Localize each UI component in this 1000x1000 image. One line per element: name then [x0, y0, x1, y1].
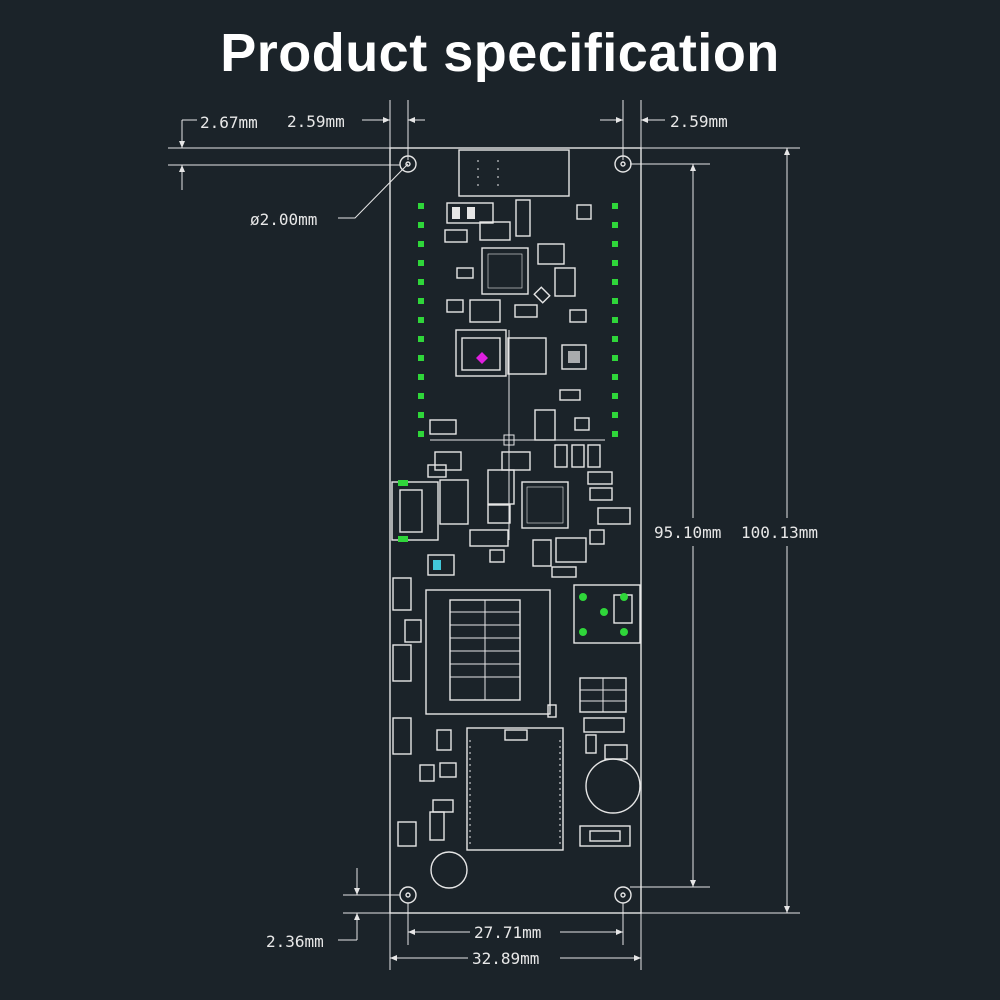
dim-top-left-hole-spacing: 2.59mm — [287, 112, 345, 131]
right-dimension-lines — [630, 147, 800, 914]
dim-board-width: 32.89mm — [472, 949, 539, 968]
top-dimension-lines — [168, 100, 665, 219]
dim-hole-pitch-height: 95.10mm — [654, 523, 721, 542]
pin-header-right — [612, 203, 618, 437]
pcb-components — [391, 149, 641, 889]
dim-hole-diameter: ø2.00mm — [250, 210, 317, 229]
page-title: Product specification — [220, 23, 780, 83]
dim-top-right-hole-spacing: 2.59mm — [670, 112, 728, 131]
pin-header-left — [418, 203, 424, 437]
dim-hole-pitch-width: 27.71mm — [474, 923, 541, 942]
dim-board-height: 100.13mm — [741, 523, 818, 542]
bottom-dimension-lines — [338, 868, 642, 970]
dim-top-left-offset: 2.67mm — [200, 113, 258, 132]
dim-bottom-offset: 2.36mm — [266, 932, 324, 951]
